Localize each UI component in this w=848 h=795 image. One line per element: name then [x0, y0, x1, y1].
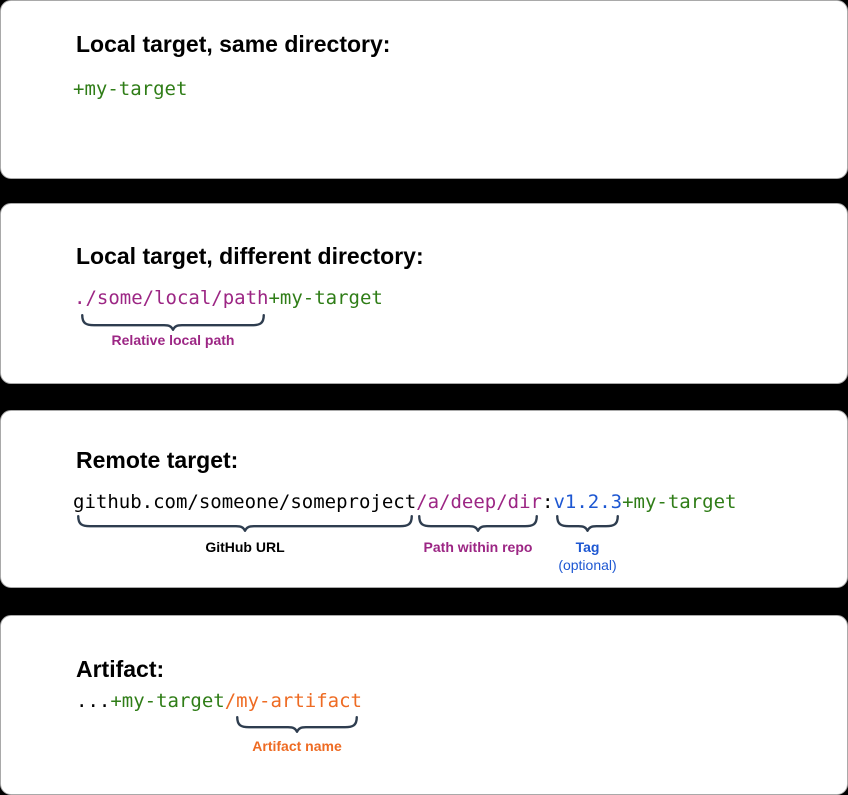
- code-segment-repo-path: /a/deep/dir: [416, 491, 543, 513]
- code-segment-target: +my-target: [268, 287, 383, 309]
- card-title: Remote target:: [76, 447, 239, 473]
- code-segment-colon: :: [542, 491, 554, 513]
- code-segment-ellipsis: ...: [76, 690, 111, 712]
- underbrace-repo-path: [418, 515, 538, 532]
- annotation-relative-local-path: Relative local path: [111, 332, 235, 348]
- code-line: +my-target: [73, 78, 187, 100]
- code-segment-github-url: github.com/someone/someproject: [73, 491, 417, 513]
- annotation-artifact-name: Artifact name: [252, 738, 342, 754]
- code-segment-artifact-name: /my-artifact: [224, 690, 362, 712]
- code-segment-target: +my-target: [73, 78, 188, 100]
- card-artifact: Artifact: ...+my-target/my-artifact Arti…: [0, 615, 848, 795]
- code-segment-target: +my-target: [110, 690, 225, 712]
- annotation-tag: Tag: [575, 539, 600, 555]
- annotation-tag-optional: (optional): [558, 557, 617, 573]
- code-segment-target: +my-target: [622, 491, 737, 513]
- code-line: ./some/local/path+my-target: [74, 287, 383, 309]
- underbrace-tag: [556, 515, 619, 532]
- annotation-path-within-repo: Path within repo: [423, 539, 533, 555]
- annotation-github-url: GitHub URL: [205, 539, 285, 555]
- underbrace-relative-path: [81, 314, 265, 331]
- underbrace-artifact-name: [236, 716, 358, 733]
- card-title: Local target, different directory:: [76, 243, 424, 269]
- card-local-target-same-directory: Local target, same directory: +my-target: [0, 0, 848, 179]
- code-segment-tag: v1.2.3: [553, 491, 623, 513]
- card-title: Artifact:: [76, 656, 165, 682]
- code-line: ...+my-target/my-artifact: [76, 690, 362, 712]
- code-line: github.com/someone/someproject/a/deep/di…: [73, 491, 737, 513]
- code-segment-relative-path: ./some/local/path: [74, 287, 269, 309]
- card-local-target-different-directory: Local target, different directory: ./som…: [0, 203, 848, 384]
- card-title: Local target, same directory:: [76, 31, 391, 57]
- card-remote-target: Remote target: github.com/someone/somepr…: [0, 410, 848, 588]
- underbrace-github-url: [77, 515, 413, 532]
